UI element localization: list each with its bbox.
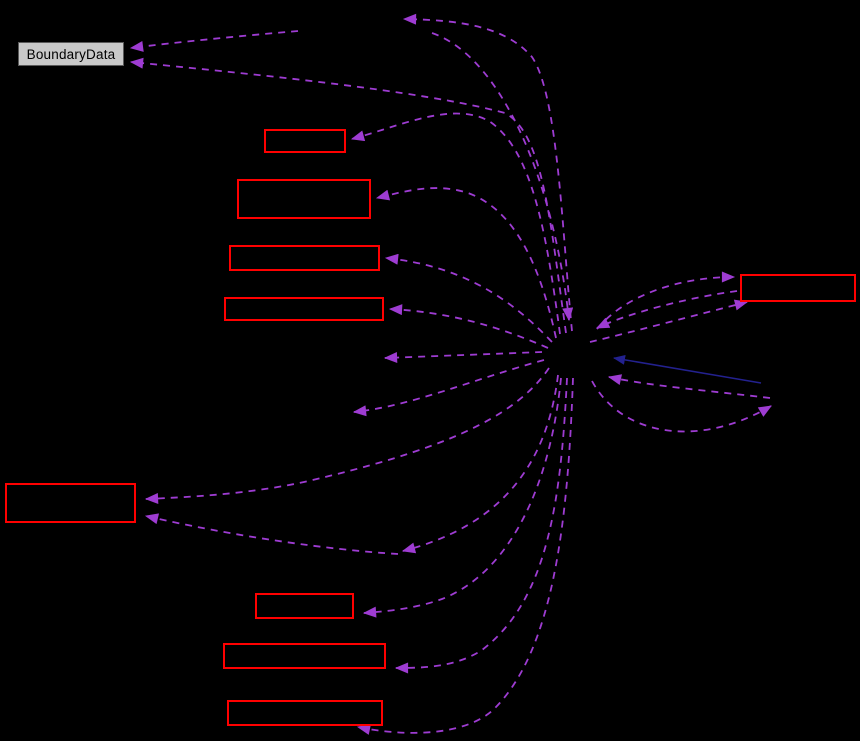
node-red-9[interactable] bbox=[227, 700, 383, 726]
edge-top-node-to-hub bbox=[431, 32, 574, 322]
edge-hub-to-hidden-mid-1 bbox=[383, 351, 543, 364]
node-red-3[interactable] bbox=[229, 245, 380, 271]
node-red-2[interactable] bbox=[237, 179, 371, 219]
edge-red-5-to-hub bbox=[596, 290, 738, 329]
edge-hidden-right-to-hub bbox=[607, 374, 771, 399]
edge-hub-to-red-7 bbox=[362, 377, 562, 618]
edge-hub-to-red-2 bbox=[375, 187, 557, 339]
edge-hidden-right-to-hub-template bbox=[613, 354, 762, 384]
node-red-1[interactable] bbox=[264, 129, 346, 153]
edge-hidden-bottom-to-red-6 bbox=[144, 513, 399, 555]
edge-hub-to-red-8 bbox=[394, 377, 568, 674]
edge-hub-to-top-node bbox=[402, 13, 573, 332]
edge-hub-to-red-6-upper bbox=[144, 367, 550, 504]
node-boundary-data[interactable]: BoundaryData bbox=[18, 42, 124, 66]
node-red-4[interactable] bbox=[224, 297, 384, 321]
node-red-7[interactable] bbox=[255, 593, 354, 619]
edge-hub-to-hidden-bottom bbox=[401, 374, 559, 554]
edge-hub-to-red-3 bbox=[384, 253, 553, 343]
edge-hub-to-red-5-bottom bbox=[589, 299, 749, 343]
edge-hub-to-hidden-mid-2 bbox=[352, 359, 545, 417]
edge-hub-to-red-9 bbox=[356, 377, 574, 735]
node-red-6[interactable] bbox=[5, 483, 136, 523]
edge-hub-to-red-4 bbox=[388, 304, 549, 349]
edge-hub-to-boundarydata bbox=[129, 57, 567, 334]
node-red-5[interactable] bbox=[740, 274, 856, 302]
node-red-8[interactable] bbox=[223, 643, 386, 669]
edge-hub-to-red-5-left bbox=[596, 271, 736, 330]
edge-hub-to-hidden-right bbox=[591, 380, 772, 433]
edge-hub-to-red-1 bbox=[350, 112, 561, 335]
edge-top-node-to-boundarydata bbox=[129, 30, 299, 52]
